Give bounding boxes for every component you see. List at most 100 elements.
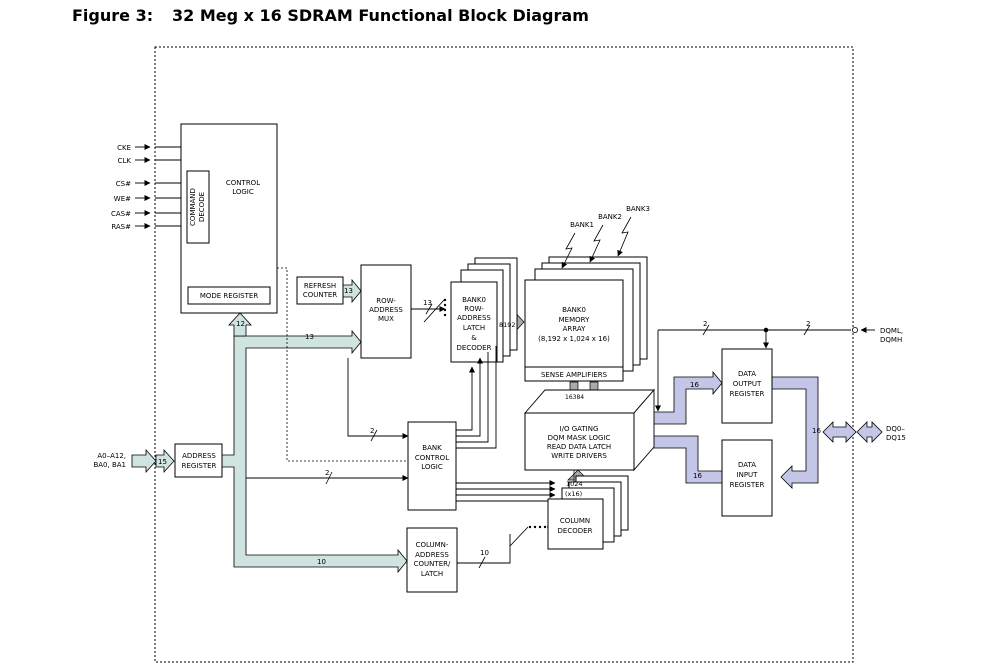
bank2-label: BANK2 <box>598 213 622 221</box>
column-address-wire <box>457 534 511 564</box>
bus-width-2-dqm-b: 2 <box>806 320 810 328</box>
column-counter-label-4: LATCH <box>421 570 443 578</box>
pin-clk: CLK <box>118 157 132 165</box>
pin-dqm-line2: DQMH <box>880 336 902 344</box>
bus-width-1024: 1024 <box>566 480 583 488</box>
address-register-label-1: ADDRESS <box>182 452 216 460</box>
pin-we: WE# <box>114 195 131 203</box>
bus-width-13-address: 13 <box>305 333 314 341</box>
refresh-counter-block <box>296 276 344 305</box>
pin-address-line2: BA0, BA1 <box>93 461 126 469</box>
row-decoder-label-5: & <box>471 334 477 342</box>
column-counter-label-2: ADDRESS <box>415 551 449 559</box>
refresh-counter-label-1: REFRESH <box>304 282 336 290</box>
control-pins: CKE CLK CS# WE# CAS# RAS# A0–A12, BA0, B… <box>93 144 187 469</box>
bus-width-10-column: 10 <box>480 549 489 557</box>
data-output-register-block <box>721 348 773 424</box>
memory-array-block <box>524 279 624 382</box>
figure-number: Figure 3: <box>72 6 154 25</box>
row-mux-label-2: ADDRESS <box>369 306 403 314</box>
data-input-label-3: REGISTER <box>730 481 765 489</box>
command-decode-block <box>186 170 210 244</box>
bus-width-13-row: 13 <box>423 299 432 307</box>
io-gating-label-4: WRITE DRIVERS <box>551 452 607 460</box>
data-output-label-2: OUTPUT <box>733 380 762 388</box>
column-decoder-label-2: DECODER <box>558 527 593 535</box>
row-decoder-label-3: ADDRESS <box>457 314 491 322</box>
io-gating-block <box>524 388 655 472</box>
mode-register-label: MODE REGISTER <box>200 292 259 300</box>
pin-address-line1: A0–A12, <box>97 452 126 460</box>
address-bus <box>131 278 408 574</box>
data-output-label-1: DATA <box>738 370 756 378</box>
row-decoder-label-6: DECODER <box>457 344 492 352</box>
row-decoder-block <box>450 281 498 363</box>
bank1-label: BANK1 <box>570 221 594 229</box>
bus-width-13-refresh: 13 <box>344 287 353 295</box>
control-dashed-line <box>277 267 408 462</box>
io-gating-label-1: I/O GATING <box>560 425 599 433</box>
data-input-label-2: INPUT <box>737 471 759 479</box>
mode-register-block <box>187 286 271 305</box>
control-logic-label-1: CONTROL <box>226 179 260 187</box>
bus-width-16384: 16384 <box>565 394 584 401</box>
command-decode-label-2: DECODE <box>198 192 206 222</box>
command-decode-label-1: COMMAND <box>189 188 197 226</box>
refresh-counter-label-2: COUNTER <box>303 291 337 299</box>
row-decoder-label-1: BANK0 <box>462 296 486 304</box>
dqm-lines <box>655 326 875 412</box>
memory-array-label-2: MEMORY <box>559 316 590 324</box>
chip-boundary <box>154 46 854 663</box>
column-address-counter-block <box>406 527 458 593</box>
address-register-block <box>174 443 223 478</box>
io-gating-label-3: READ DATA LATCH <box>547 443 611 451</box>
row-mux-label-3: MUX <box>378 315 394 323</box>
pin-ras: RAS# <box>111 223 131 231</box>
column-counter-label-3: COUNTER/ <box>414 560 451 568</box>
figure-caption: Figure 3: 32 Meg x 16 SDRAM Functional Bl… <box>72 6 589 25</box>
memory-array-label-4: (8,192 x 1,024 x 16) <box>538 335 610 343</box>
memory-array-label-1: BANK0 <box>562 306 586 314</box>
io-gating-label-2: DQM MASK LOGIC <box>548 434 611 442</box>
pin-cke: CKE <box>117 144 131 152</box>
bank-control-logic-block <box>407 421 457 511</box>
data-output-label-3: REGISTER <box>730 390 765 398</box>
address-register-label-2: REGISTER <box>182 462 217 470</box>
bus-width-8192: 8192 <box>499 321 516 329</box>
sense-amplifiers-label: SENSE AMPLIFIERS <box>541 371 608 379</box>
bus-width-2-bank-low: 2 <box>325 469 329 477</box>
bus-width-2-dqm-a: 2 <box>703 320 707 328</box>
data-input-label-1: DATA <box>738 461 756 469</box>
column-counter-label-1: COLUMN- <box>416 541 449 549</box>
bank-control-label-2: CONTROL <box>415 454 449 462</box>
row-mux-label-1: ROW- <box>376 297 396 305</box>
bank-control-to-column <box>456 480 556 504</box>
data-input-register-block <box>721 439 773 517</box>
bus-width-10: 10 <box>317 558 326 566</box>
bank3-label: BANK3 <box>626 205 650 213</box>
bus-width-15: 15 <box>158 458 167 466</box>
bank-control-label-1: BANK <box>422 444 442 452</box>
bank-control-to-row <box>456 346 497 449</box>
bus-width-1024-x16: (x16) <box>565 490 582 498</box>
pin-cas: CAS# <box>111 210 131 218</box>
memory-array-label-3: ARRAY <box>563 325 586 333</box>
control-logic-label-2: LOGIC <box>232 188 254 196</box>
column-decoder-block <box>547 498 604 550</box>
bus-width-slashes <box>325 303 811 569</box>
row-bank-switch <box>423 298 447 323</box>
bus-width-16-input: 16 <box>693 472 702 480</box>
row-decoder-label-4: LATCH <box>463 324 485 332</box>
pin-dqm-line1: DQML, <box>880 327 903 335</box>
row-address-mux-block <box>360 264 412 359</box>
bus-width-16-dq: 16 <box>812 427 821 435</box>
row-decoder-label-2: ROW- <box>464 305 484 313</box>
bus-width-16-output: 16 <box>690 381 699 389</box>
figure-title: 32 Meg x 16 SDRAM Functional Block Diagr… <box>172 6 589 25</box>
bank-pointer-arrows <box>561 216 632 269</box>
bus-width-12: 12 <box>236 320 245 328</box>
pin-dq-line1: DQ0– <box>886 425 905 433</box>
bus-width-2-bank: 2 <box>370 427 374 435</box>
column-decoder-label-1: COLUMN <box>560 517 590 525</box>
